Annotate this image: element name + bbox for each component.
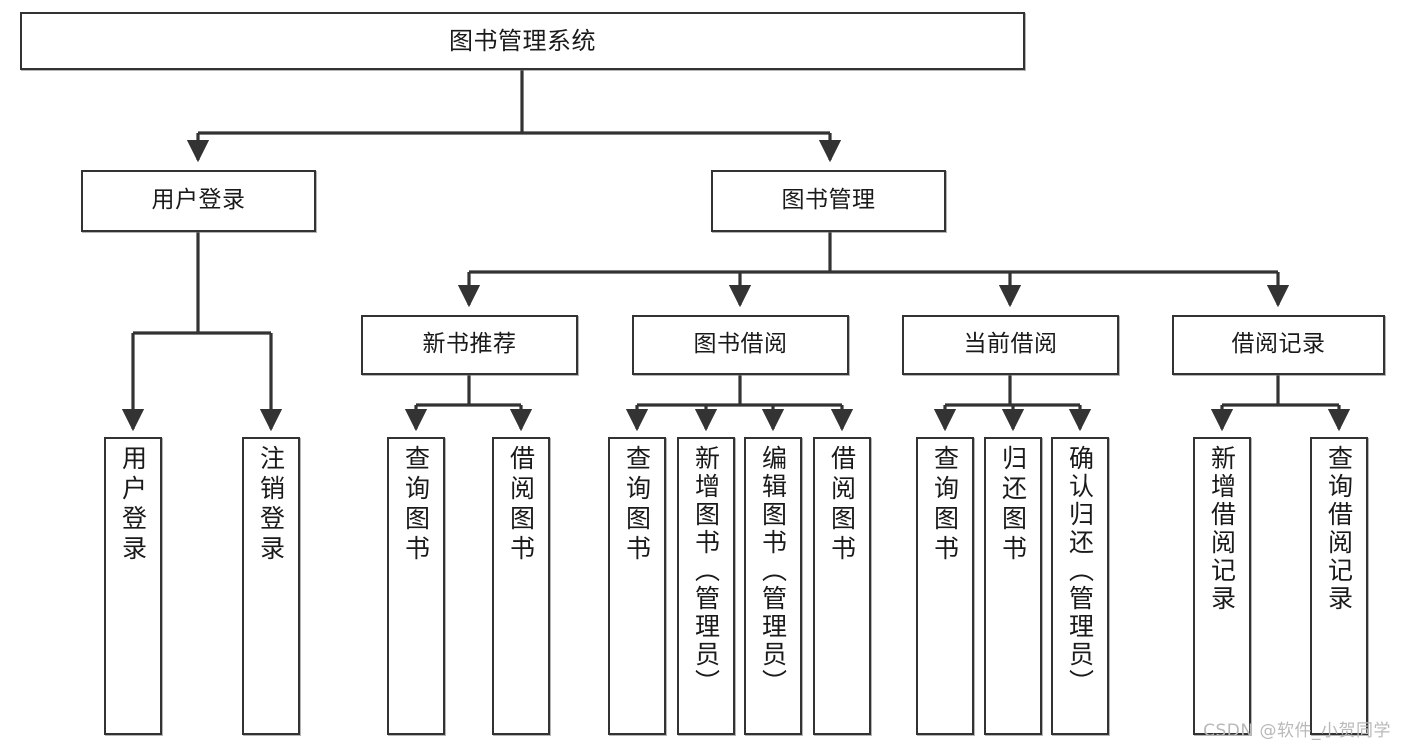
node-borrow-records[interactable]: 借阅记录	[1172, 315, 1385, 375]
node-book-borrow[interactable]: 图书借阅	[632, 315, 849, 375]
node-new-book-recommend[interactable]: 新书推荐	[361, 315, 578, 375]
node-current-borrow[interactable]: 当前借阅	[902, 315, 1119, 375]
node-root-label: 图书管理系统	[449, 26, 596, 55]
leaf-book-borrow-2[interactable]: 新增图书（管理员）	[677, 437, 735, 735]
leaf-user-login-1-label: 用户登录	[118, 445, 148, 565]
leaf-borrow-records-2-label: 查询借阅记录	[1324, 445, 1354, 613]
node-user-login[interactable]: 用户登录	[81, 170, 316, 232]
leaf-book-borrow-3-label: 编辑图书（管理员）	[758, 445, 788, 697]
node-borrow-records-label: 借阅记录	[1231, 331, 1326, 358]
leaf-current-borrow-3-label: 确认归还（管理员）	[1065, 445, 1095, 697]
leaf-book-borrow-4-label: 借阅图书	[827, 445, 857, 565]
leaf-new-book-2-label: 借阅图书	[506, 445, 536, 565]
leaf-user-login-2[interactable]: 注销登录	[242, 437, 300, 735]
leaf-book-borrow-1-label: 查询图书	[622, 445, 652, 565]
node-book-manage-label: 图书管理	[781, 187, 876, 214]
leaf-book-borrow-2-label: 新增图书（管理员）	[691, 445, 721, 697]
node-book-borrow-label: 图书借阅	[693, 331, 788, 358]
csdn-watermark: CSDN @软件_小贺同学	[1203, 721, 1391, 741]
leaf-borrow-records-1[interactable]: 新增借阅记录	[1193, 437, 1251, 735]
node-current-borrow-label: 当前借阅	[963, 331, 1058, 358]
leaf-book-borrow-4[interactable]: 借阅图书	[813, 437, 871, 735]
leaf-new-book-1[interactable]: 查询图书	[387, 437, 445, 735]
leaf-current-borrow-2[interactable]: 归还图书	[984, 437, 1042, 735]
leaf-current-borrow-1-label: 查询图书	[930, 445, 960, 565]
leaf-new-book-2[interactable]: 借阅图书	[492, 437, 550, 735]
leaf-current-borrow-3[interactable]: 确认归还（管理员）	[1051, 437, 1109, 735]
leaf-user-login-2-label: 注销登录	[256, 445, 286, 565]
leaf-user-login-1[interactable]: 用户登录	[104, 437, 162, 735]
leaf-book-borrow-3[interactable]: 编辑图书（管理员）	[744, 437, 802, 735]
leaf-new-book-1-label: 查询图书	[401, 445, 431, 565]
leaf-book-borrow-1[interactable]: 查询图书	[608, 437, 666, 735]
leaf-borrow-records-2[interactable]: 查询借阅记录	[1310, 437, 1368, 735]
leaf-current-borrow-1[interactable]: 查询图书	[916, 437, 974, 735]
node-book-manage[interactable]: 图书管理	[711, 170, 946, 232]
node-new-book-recommend-label: 新书推荐	[422, 331, 517, 358]
leaf-borrow-records-1-label: 新增借阅记录	[1207, 445, 1237, 613]
node-root[interactable]: 图书管理系统	[20, 12, 1025, 70]
leaf-current-borrow-2-label: 归还图书	[998, 445, 1028, 565]
node-user-login-label: 用户登录	[151, 187, 246, 214]
